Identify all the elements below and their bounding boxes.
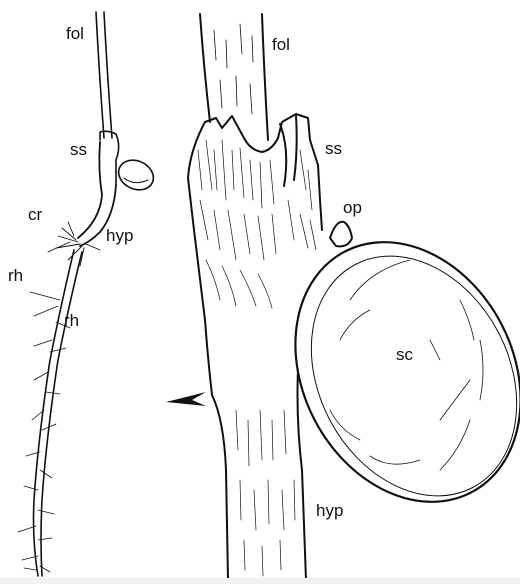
- label-sc: sc: [396, 345, 414, 364]
- label-rh-2: rh: [64, 311, 79, 330]
- left-sheath: [100, 131, 119, 185]
- label-op: op: [343, 198, 362, 217]
- right-scutellum: [251, 203, 520, 542]
- left-foliage-stalk: [96, 12, 112, 138]
- label-hyp-right: hyp: [316, 501, 343, 520]
- label-ss-right: ss: [325, 139, 342, 158]
- hypocotyl-texture: [236, 410, 295, 576]
- label-fol-left: fol: [66, 24, 84, 43]
- seedling-detail: [166, 14, 520, 580]
- label-rh-1: rh: [8, 266, 23, 285]
- left-seed: [114, 155, 158, 196]
- bottom-strip: [0, 578, 520, 584]
- seedling-overview: [18, 12, 158, 576]
- label-ss-left: ss: [70, 140, 87, 159]
- left-collar-roots: [48, 222, 100, 266]
- label-fol-right: fol: [272, 35, 290, 54]
- label-cr: cr: [28, 205, 43, 224]
- right-hypocotyl: [212, 370, 306, 580]
- arrowhead-icon: [166, 392, 206, 406]
- sheath-texture: [198, 140, 316, 308]
- left-root-hairs: [18, 292, 70, 572]
- label-hyp-left: hyp: [106, 226, 133, 245]
- right-operculum: [330, 222, 352, 247]
